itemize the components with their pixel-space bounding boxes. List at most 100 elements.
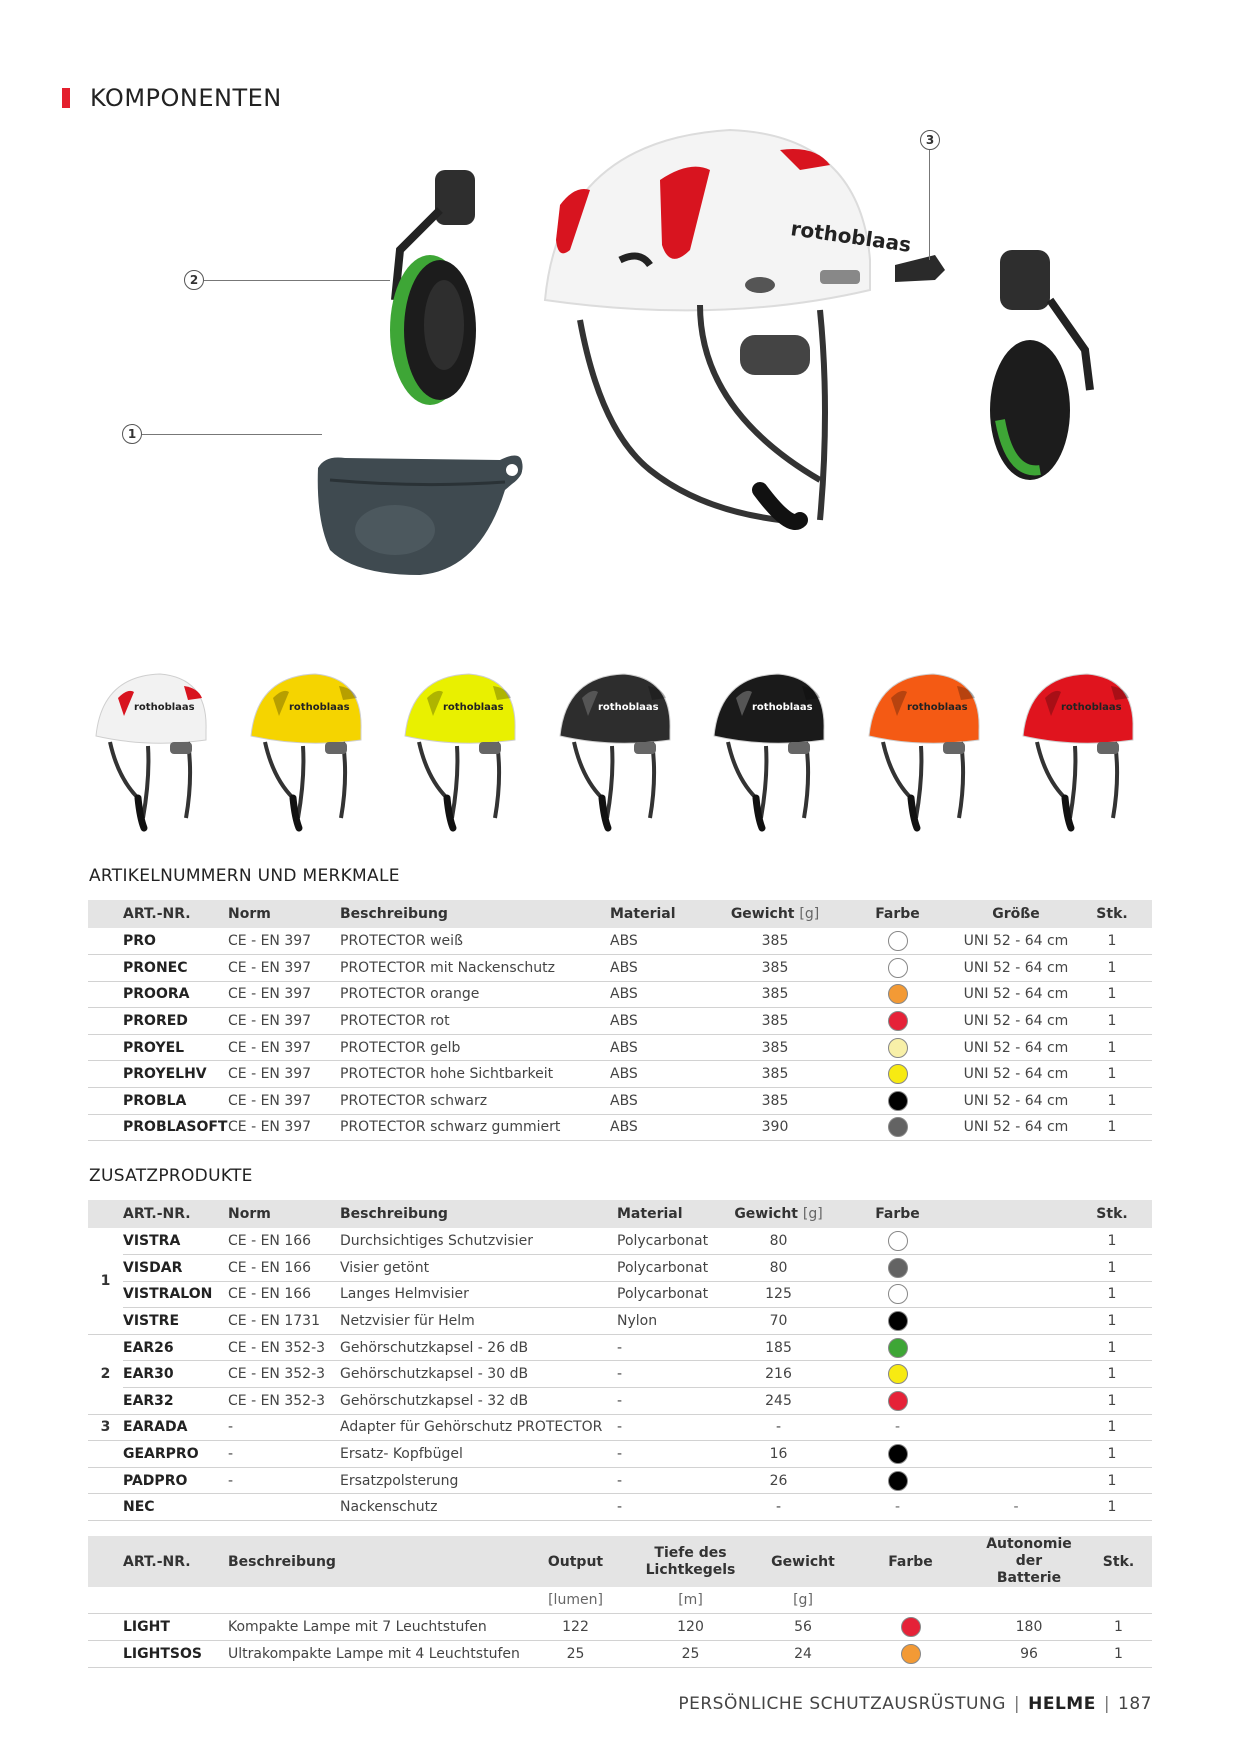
group-number: 1: [88, 1228, 123, 1335]
col-color: Farbe: [835, 1200, 960, 1228]
description: Ultrakompakte Lampe mit 4 Leuchtstufen: [228, 1640, 528, 1669]
callout-3-line: [929, 150, 930, 260]
norm: -: [228, 1440, 340, 1468]
components-svg: rothoblaas: [317, 128, 1094, 575]
material: Polycarbonat: [617, 1281, 722, 1309]
footer-category: PERSÖNLICHE SCHUTZAUSRÜSTUNG: [678, 1694, 1006, 1714]
articles-table-header: ART.-NR. Norm Beschreibung Material Gewi…: [88, 900, 1152, 928]
quantity: 1: [1072, 1281, 1152, 1309]
norm: CE - EN 397: [228, 1034, 340, 1062]
quantity: 1: [1072, 1334, 1152, 1362]
quantity: 1: [1072, 1087, 1152, 1115]
col-art: ART.-NR.: [123, 1200, 228, 1228]
color-swatch: [900, 1644, 921, 1665]
quantity: 1: [1072, 1060, 1152, 1089]
color-swatch: [887, 1364, 908, 1385]
output: 122: [528, 1613, 623, 1642]
quantity: 1: [1072, 1114, 1152, 1142]
brand-logo-text: rothoblaas: [752, 702, 813, 713]
art-nr: LIGHTSOS: [123, 1640, 228, 1669]
quantity: 1: [1072, 928, 1152, 956]
row-spacer: [88, 1640, 123, 1669]
size: [960, 1467, 1072, 1495]
weight: 70: [722, 1307, 835, 1335]
size: [960, 1281, 1072, 1309]
norm: CE - EN 397: [228, 1060, 340, 1089]
size: [960, 1228, 1072, 1256]
footer-separator: |: [1013, 1694, 1021, 1714]
group-number: 2: [88, 1334, 123, 1415]
row-spacer: [88, 1060, 123, 1089]
weight: 390: [715, 1114, 835, 1142]
size: [960, 1360, 1072, 1389]
color-cell: [835, 1281, 960, 1309]
color-cell: [835, 1228, 960, 1256]
material: -: [617, 1360, 722, 1389]
size: UNI 52 - 64 cm: [960, 1087, 1072, 1115]
weight: 385: [715, 1034, 835, 1062]
helmet-variant-image: rothoblaas: [861, 668, 996, 838]
weight: 245: [722, 1387, 835, 1415]
col-art: ART.-NR.: [123, 900, 228, 928]
color-swatch: [887, 1284, 908, 1305]
color-cell: [835, 1087, 960, 1115]
size: [960, 1440, 1072, 1468]
description: Nackenschutz: [340, 1493, 617, 1522]
footer-section: HELME: [1028, 1694, 1096, 1714]
material: ABS: [610, 1087, 715, 1115]
col-color: Farbe: [848, 1536, 973, 1587]
color-swatch: [887, 1117, 908, 1138]
art-nr: LIGHT: [123, 1613, 228, 1642]
material: Polycarbonat: [617, 1254, 722, 1282]
weight: 385: [715, 981, 835, 1009]
norm: -: [228, 1414, 340, 1442]
size: UNI 52 - 64 cm: [960, 1034, 1072, 1062]
quantity: 1: [1072, 1440, 1152, 1468]
norm: CE - EN 397: [228, 1007, 340, 1035]
description: Langes Helmvisier: [340, 1281, 617, 1309]
norm: CE - EN 1731: [228, 1307, 340, 1335]
norm: CE - EN 166: [228, 1254, 340, 1282]
quantity: 1: [1072, 981, 1152, 1009]
art-nr: PROBLA: [123, 1087, 228, 1115]
footer-separator: |: [1103, 1694, 1111, 1714]
description: PROTECTOR schwarz: [340, 1087, 610, 1115]
col-norm: Norm: [228, 900, 340, 928]
quantity: 1: [1072, 1034, 1152, 1062]
weight: 26: [722, 1467, 835, 1495]
description: Gehörschutzkapsel - 32 dB: [340, 1387, 617, 1415]
description: Netzvisier für Helm: [340, 1307, 617, 1335]
material: -: [617, 1334, 722, 1362]
art-nr: VISTRALON: [123, 1281, 228, 1309]
earmuff-left-image: [390, 170, 476, 405]
quantity: 1: [1072, 954, 1152, 982]
col-weight: Gewicht [g]: [722, 1200, 835, 1228]
battery-autonomy: 180: [973, 1613, 1085, 1642]
size: [960, 1254, 1072, 1282]
group-number: 3: [88, 1414, 123, 1442]
color-cell: [835, 1114, 960, 1142]
weight: -: [722, 1493, 835, 1522]
col-desc: Beschreibung: [228, 1536, 528, 1587]
weight: 385: [715, 1060, 835, 1089]
description: Visier getönt: [340, 1254, 617, 1282]
art-nr: EAR26: [123, 1334, 228, 1362]
material: -: [617, 1467, 722, 1495]
color-swatch: [900, 1617, 921, 1638]
color-swatch: [887, 1311, 908, 1332]
material: -: [617, 1414, 722, 1442]
brand-logo-text: rothoblaas: [443, 702, 504, 713]
callout-2-line: [204, 280, 390, 281]
